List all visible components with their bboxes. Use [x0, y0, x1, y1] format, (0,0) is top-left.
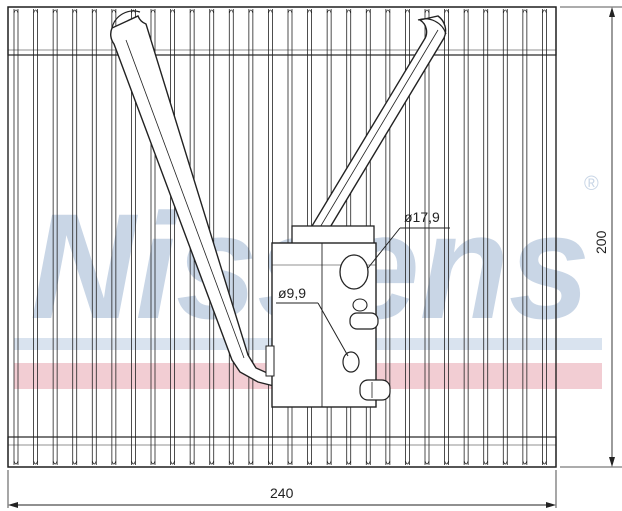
- side-fitting-upper: [349, 312, 379, 330]
- core-frame: [7, 6, 557, 468]
- height-dimension-label: 200: [593, 230, 609, 254]
- large-port: [339, 254, 369, 290]
- width-dimension: [7, 470, 557, 508]
- small-port: [342, 351, 360, 373]
- large-port-diameter-label: ø17,9: [404, 209, 440, 225]
- top-header-tank: [7, 6, 557, 56]
- small-port-diameter-label: ø9,9: [278, 285, 306, 301]
- width-dimension-label: 240: [270, 485, 294, 501]
- core-fins: [8, 9, 556, 465]
- expansion-valve-block: [265, 225, 391, 408]
- side-fitting-lower: [359, 379, 391, 401]
- bottom-header-tank: [7, 436, 557, 468]
- refrigerant-pipe: [110, 10, 447, 387]
- watermark-registered-mark: ®: [584, 173, 599, 195]
- height-dimension: [560, 6, 622, 468]
